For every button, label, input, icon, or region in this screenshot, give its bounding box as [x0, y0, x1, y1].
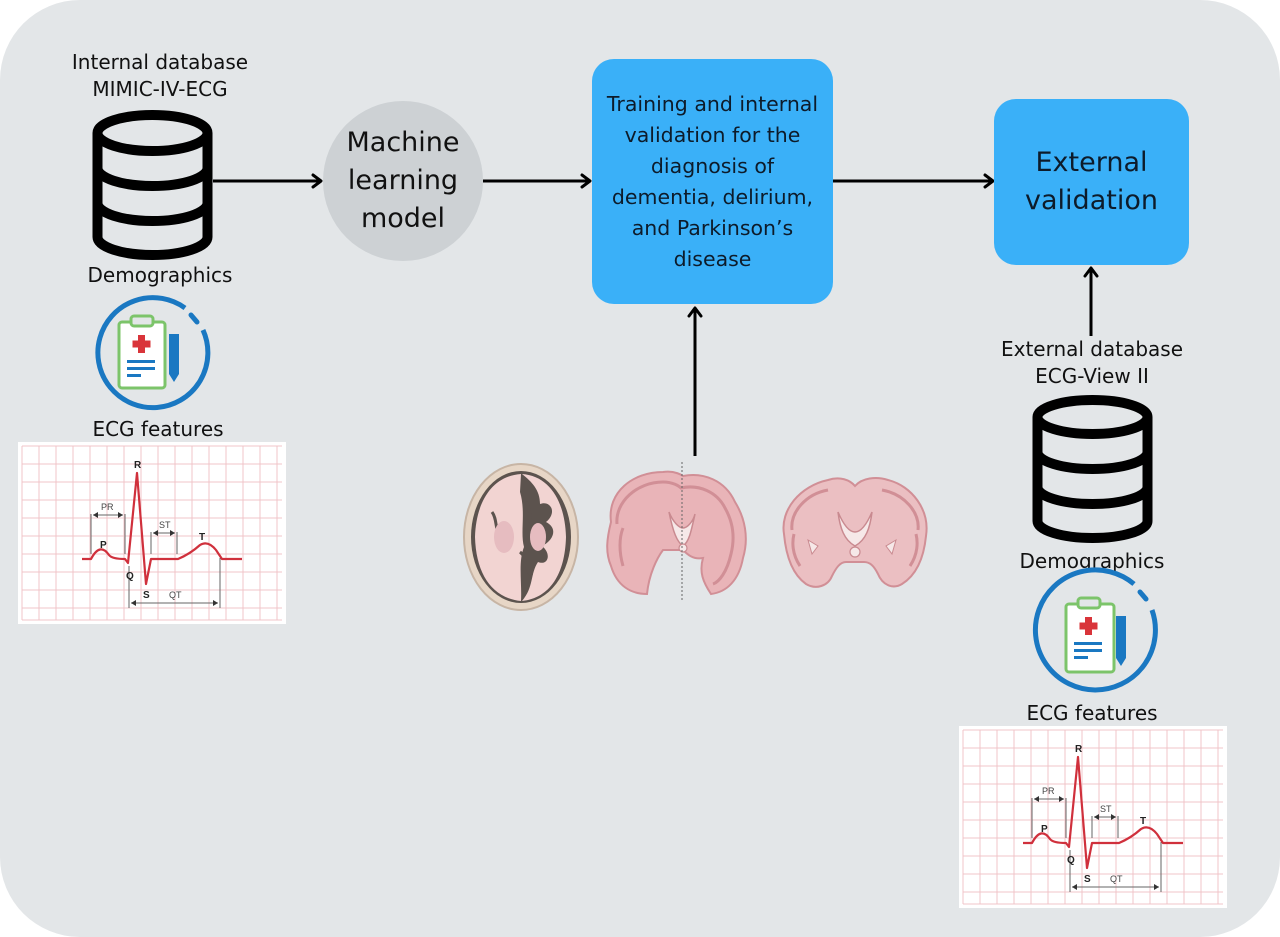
internal-db-title: Internal database MIMIC-IV-ECG — [40, 49, 280, 103]
external-db-title-line2: ECG-View II — [1035, 364, 1149, 388]
internal-ecg-features-label: ECG features — [92, 417, 224, 441]
ext-ecg-label-s: S — [1084, 874, 1091, 885]
internal-db-title-line1: Internal database — [71, 50, 249, 74]
external-validation-box: External validation — [994, 99, 1189, 265]
arrow-external-db-to-validation — [1083, 266, 1099, 336]
ecg-label-t: T — [199, 532, 205, 543]
ml-model-line1: Machine — [346, 127, 460, 158]
arrow-db-to-model — [213, 173, 323, 189]
training-box-line3: diagnosis of — [650, 153, 775, 178]
external-database-icon — [1032, 395, 1153, 543]
external-ecg-waveform-card: R P Q S T PR ST QT — [959, 726, 1227, 908]
external-ecg-features-label: ECG features — [1026, 701, 1158, 725]
external-validation-line2: validation — [1025, 185, 1158, 216]
external-ecg-waveform-diagram: R P Q S T PR ST QT — [962, 729, 1223, 905]
ecg-label-qt: QT — [169, 590, 182, 600]
ecg-waveform-diagram: R P Q S T PR ST QT — [21, 445, 282, 621]
axial-brain-image — [463, 463, 579, 611]
ext-ecg-label-t: T — [1140, 816, 1146, 827]
arrow-training-to-external — [833, 173, 995, 189]
external-clipboard-record-icon — [1032, 567, 1158, 693]
ext-ecg-label-q: Q — [1067, 855, 1075, 866]
coronal-brain-image — [782, 477, 928, 588]
internal-demographics-label: Demographics — [87, 263, 233, 287]
ecg-waveform-card: R P Q S T PR ST QT — [18, 442, 286, 624]
ext-ecg-label-p: P — [1041, 824, 1048, 835]
external-db-title-line1: External database — [1000, 337, 1184, 361]
training-box-line4: dementia, delirium, — [611, 184, 814, 209]
ecg-label-q: Q — [126, 571, 134, 582]
ext-ecg-label-pr: PR — [1042, 786, 1055, 796]
arrow-brain-to-training — [687, 306, 703, 456]
ext-ecg-label-r: R — [1075, 744, 1083, 755]
training-box-line1: Training and internal — [606, 91, 819, 116]
training-validation-box: Training and internal validation for the… — [592, 59, 833, 304]
coronal-brain-comparison-image — [606, 462, 747, 602]
training-box-line5: and Parkinson’s — [631, 215, 794, 240]
external-validation-line1: External — [1035, 147, 1148, 178]
clipboard-record-icon — [95, 295, 211, 411]
training-box-line2: validation for the — [624, 122, 801, 147]
ml-model-line3: model — [360, 203, 446, 234]
ecg-label-st: ST — [159, 520, 171, 530]
ecg-label-r: R — [134, 460, 142, 471]
ecg-label-s: S — [143, 590, 150, 601]
training-box-line6: disease — [673, 246, 752, 271]
arrow-model-to-training — [483, 173, 592, 189]
ecg-label-pr: PR — [101, 502, 114, 512]
ext-ecg-label-st: ST — [1100, 804, 1112, 814]
ecg-label-p: P — [100, 540, 107, 551]
database-icon — [92, 110, 213, 260]
internal-db-title-line2: MIMIC-IV-ECG — [92, 77, 228, 101]
ml-model-node: Machine learning model — [323, 101, 483, 261]
external-db-title: External database ECG-View II — [972, 336, 1212, 390]
ext-ecg-label-qt: QT — [1110, 874, 1123, 884]
ml-model-line2: learning — [347, 165, 459, 196]
